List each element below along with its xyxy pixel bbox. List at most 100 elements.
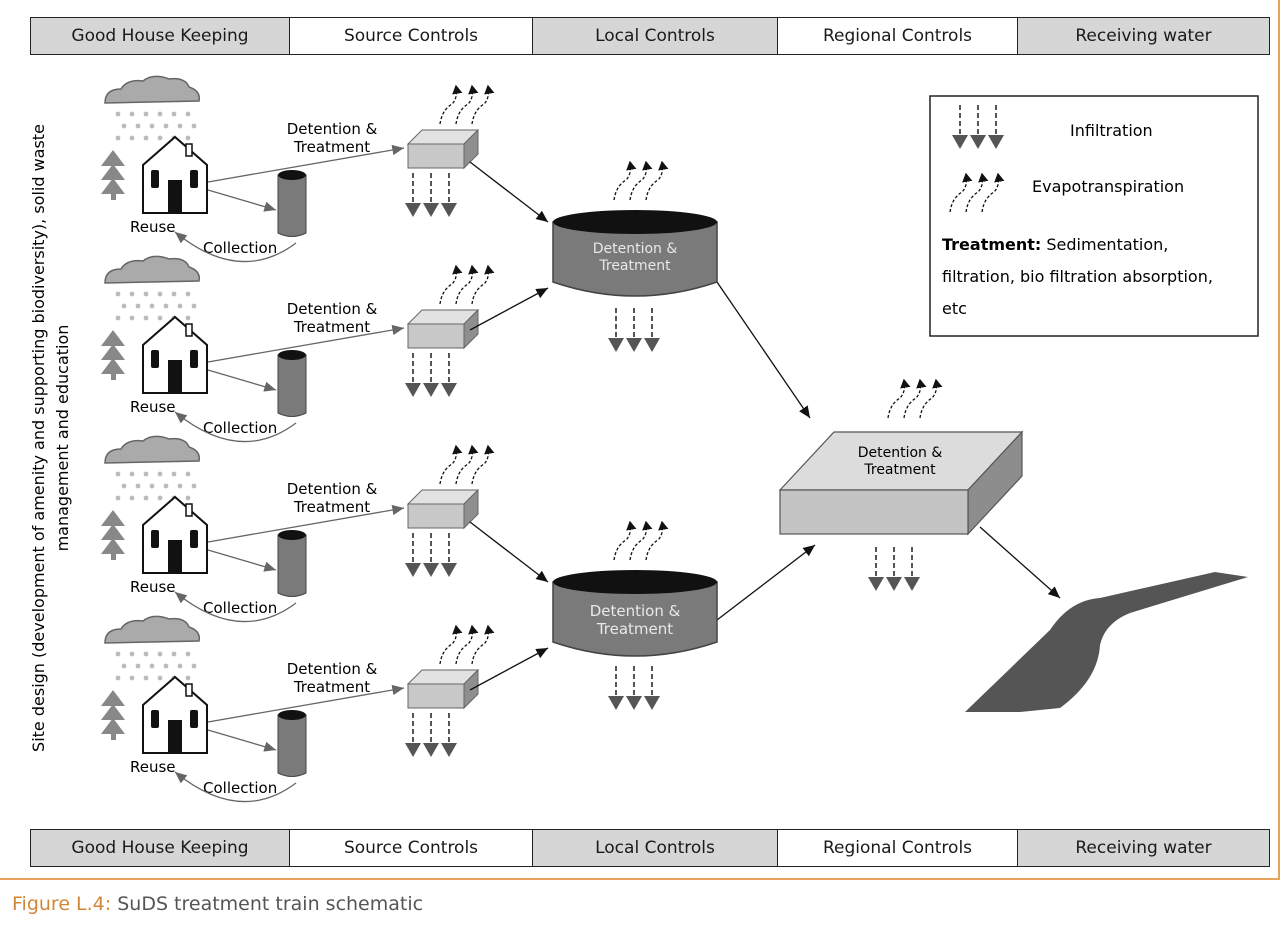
house-window xyxy=(151,170,159,188)
band-regional-controls: Regional Controls xyxy=(778,18,1018,54)
flow-arrows xyxy=(469,160,1061,710)
raindrop-icon xyxy=(149,663,155,669)
barrel-top xyxy=(278,530,306,540)
raindrop-icon xyxy=(143,315,149,321)
raindrop-icon xyxy=(191,663,197,669)
raindrop-icon xyxy=(129,315,135,321)
raindrop-icon xyxy=(191,483,197,489)
raindrop-icon xyxy=(129,291,135,297)
legend-treatment-line3: etc xyxy=(942,299,967,318)
source-label-2: Treatment xyxy=(293,318,370,336)
regional-to-river-arrow xyxy=(979,526,1061,599)
house-door xyxy=(168,720,182,753)
raindrop-icon xyxy=(129,111,135,117)
raindrop-icon xyxy=(163,663,169,669)
raindrop-icon xyxy=(185,651,191,657)
evapotranspiration-arrow xyxy=(887,378,911,419)
collection-barrel xyxy=(277,534,307,597)
raindrop-icon xyxy=(149,483,155,489)
raindrop-icon xyxy=(143,111,149,117)
source-label-2: Treatment xyxy=(293,138,370,156)
raindrop-icon xyxy=(129,135,135,141)
reuse-label: Reuse xyxy=(130,398,176,416)
raindrop-icon xyxy=(149,303,155,309)
evapotranspiration-arrow xyxy=(645,520,669,561)
tree-icon xyxy=(101,150,125,166)
caption-label: Figure L.4: xyxy=(12,893,112,915)
collection-label: Collection xyxy=(203,779,277,797)
to-source-control-arrow xyxy=(207,504,405,543)
source-label-1: Detention & xyxy=(287,660,378,678)
band-regional-controls: Regional Controls xyxy=(778,830,1018,866)
stage-band-top: Good House Keeping Source Controls Local… xyxy=(30,17,1270,55)
raindrop-icon xyxy=(185,675,191,681)
to-source-control-arrow xyxy=(207,324,405,363)
to-source-control-arrow xyxy=(207,684,405,723)
to-collection-arrow xyxy=(207,369,277,392)
evapotranspiration-arrow xyxy=(455,624,479,665)
evapotranspiration-arrow xyxy=(629,160,653,201)
raindrop-icon xyxy=(185,495,191,501)
raindrop-icon xyxy=(143,651,149,657)
raindrop-icon xyxy=(157,675,163,681)
legend-infiltration: Infiltration xyxy=(1070,121,1153,140)
local-tank-label-2: Treatment xyxy=(596,620,673,638)
legend-evapotranspiration: Evapotranspiration xyxy=(1032,177,1184,196)
to-source-control-arrow xyxy=(207,144,405,183)
collection-label: Collection xyxy=(203,419,277,437)
evapotranspiration-arrow xyxy=(949,172,973,213)
evapotranspiration-arrow xyxy=(439,444,463,485)
band-source-controls: Source Controls xyxy=(290,830,533,866)
source-to-local-arrow xyxy=(469,161,549,223)
evapotranspiration-arrow xyxy=(439,84,463,125)
band-receiving-water: Receiving water xyxy=(1018,18,1269,54)
legend-treatment-text: Sedimentation, xyxy=(1041,235,1168,254)
figure-frame xyxy=(0,0,1280,880)
reuse-arrow xyxy=(174,231,297,263)
tree-icon xyxy=(101,330,125,346)
raindrop-icon xyxy=(185,111,191,117)
collection-barrel xyxy=(277,174,307,237)
tree-icon xyxy=(101,344,125,360)
raindrop-icon xyxy=(157,651,163,657)
raindrop-icon xyxy=(177,483,183,489)
local-tank-lower: Detention & Treatment xyxy=(552,570,718,657)
reuse-label: Reuse xyxy=(130,578,176,596)
source-to-local-arrow xyxy=(469,521,549,583)
reuse-label: Reuse xyxy=(130,758,176,776)
evapotranspiration-arrow xyxy=(645,160,669,201)
evapotranspiration-arrow xyxy=(903,378,927,419)
barrel-top xyxy=(278,350,306,360)
house-door xyxy=(168,540,182,573)
local-to-regional-arrow xyxy=(716,544,816,621)
raindrop-icon xyxy=(115,471,121,477)
house-window xyxy=(151,350,159,368)
tree-icon xyxy=(101,164,125,180)
collection-barrel xyxy=(277,354,307,417)
tree-trunk xyxy=(111,730,116,740)
house-window xyxy=(190,530,198,548)
caption-text: SuDS treatment train schematic xyxy=(111,893,424,915)
raindrop-icon xyxy=(129,471,135,477)
stage-band-bottom: Good House Keeping Source Controls Local… xyxy=(30,829,1270,867)
tree-trunk xyxy=(111,550,116,560)
evapotranspiration-arrow xyxy=(455,444,479,485)
tree-icon xyxy=(101,690,125,706)
band-good-house-keeping: Good House Keeping xyxy=(31,830,290,866)
raindrop-icon xyxy=(157,495,163,501)
house-door xyxy=(168,180,182,213)
evapotranspiration-arrow xyxy=(919,378,943,419)
source-to-local-arrow xyxy=(469,647,549,691)
legend-treatment-bold: Treatment: xyxy=(942,235,1041,254)
raindrop-icon xyxy=(121,123,127,129)
tree-icon xyxy=(101,718,125,734)
figure-caption: Figure L.4: SuDS treatment train schemat… xyxy=(12,893,423,915)
tree-trunk xyxy=(111,190,116,200)
tree-trunk xyxy=(111,370,116,380)
evapotranspiration-arrow xyxy=(455,84,479,125)
regional-detention-box: Detention & Treatment xyxy=(778,430,1024,536)
raindrop-icon xyxy=(143,135,149,141)
cloud-icon xyxy=(104,75,201,104)
band-good-house-keeping: Good House Keeping xyxy=(31,18,290,54)
